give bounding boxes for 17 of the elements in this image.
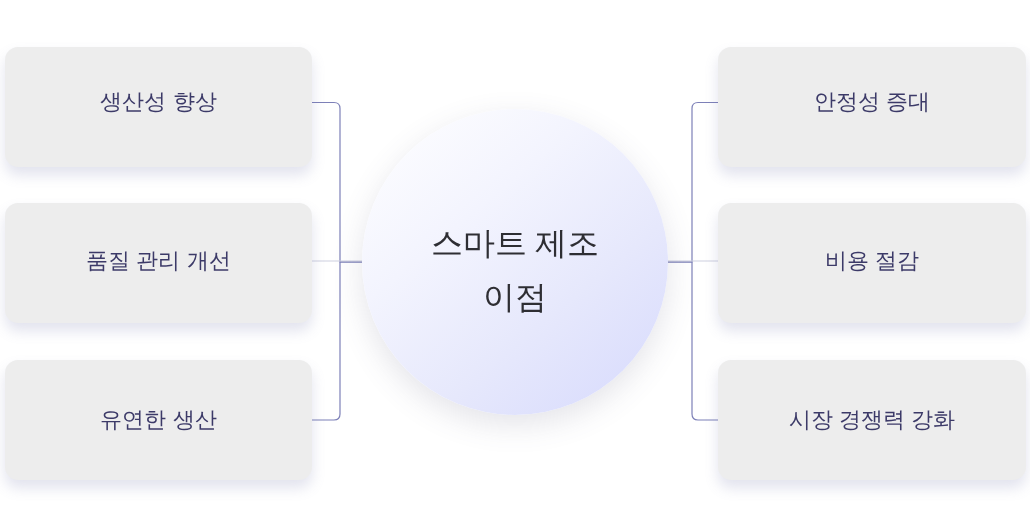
connector-line [667,260,719,262]
benefit-box [5,360,312,480]
benefit-box [5,203,312,323]
box-title: 안정성 증대 [813,89,931,116]
benefit-box [718,203,1026,323]
benefit-box [718,360,1026,480]
connector-line [311,260,363,262]
circle-title: 스마트 제조 이점 [429,223,601,317]
box-title: 유연한 생산 [100,406,217,434]
benefit-box [5,47,312,167]
bracket-connector [667,261,719,421]
box-title: 생산성 향상 [100,89,217,116]
box-title: 품질 관리 개선 [86,247,231,275]
bracket-connector [311,261,363,421]
benefit-box [718,47,1026,167]
box-title: 비용 절감 [824,247,920,275]
box-title: 시장 경쟁력 강화 [788,406,956,434]
